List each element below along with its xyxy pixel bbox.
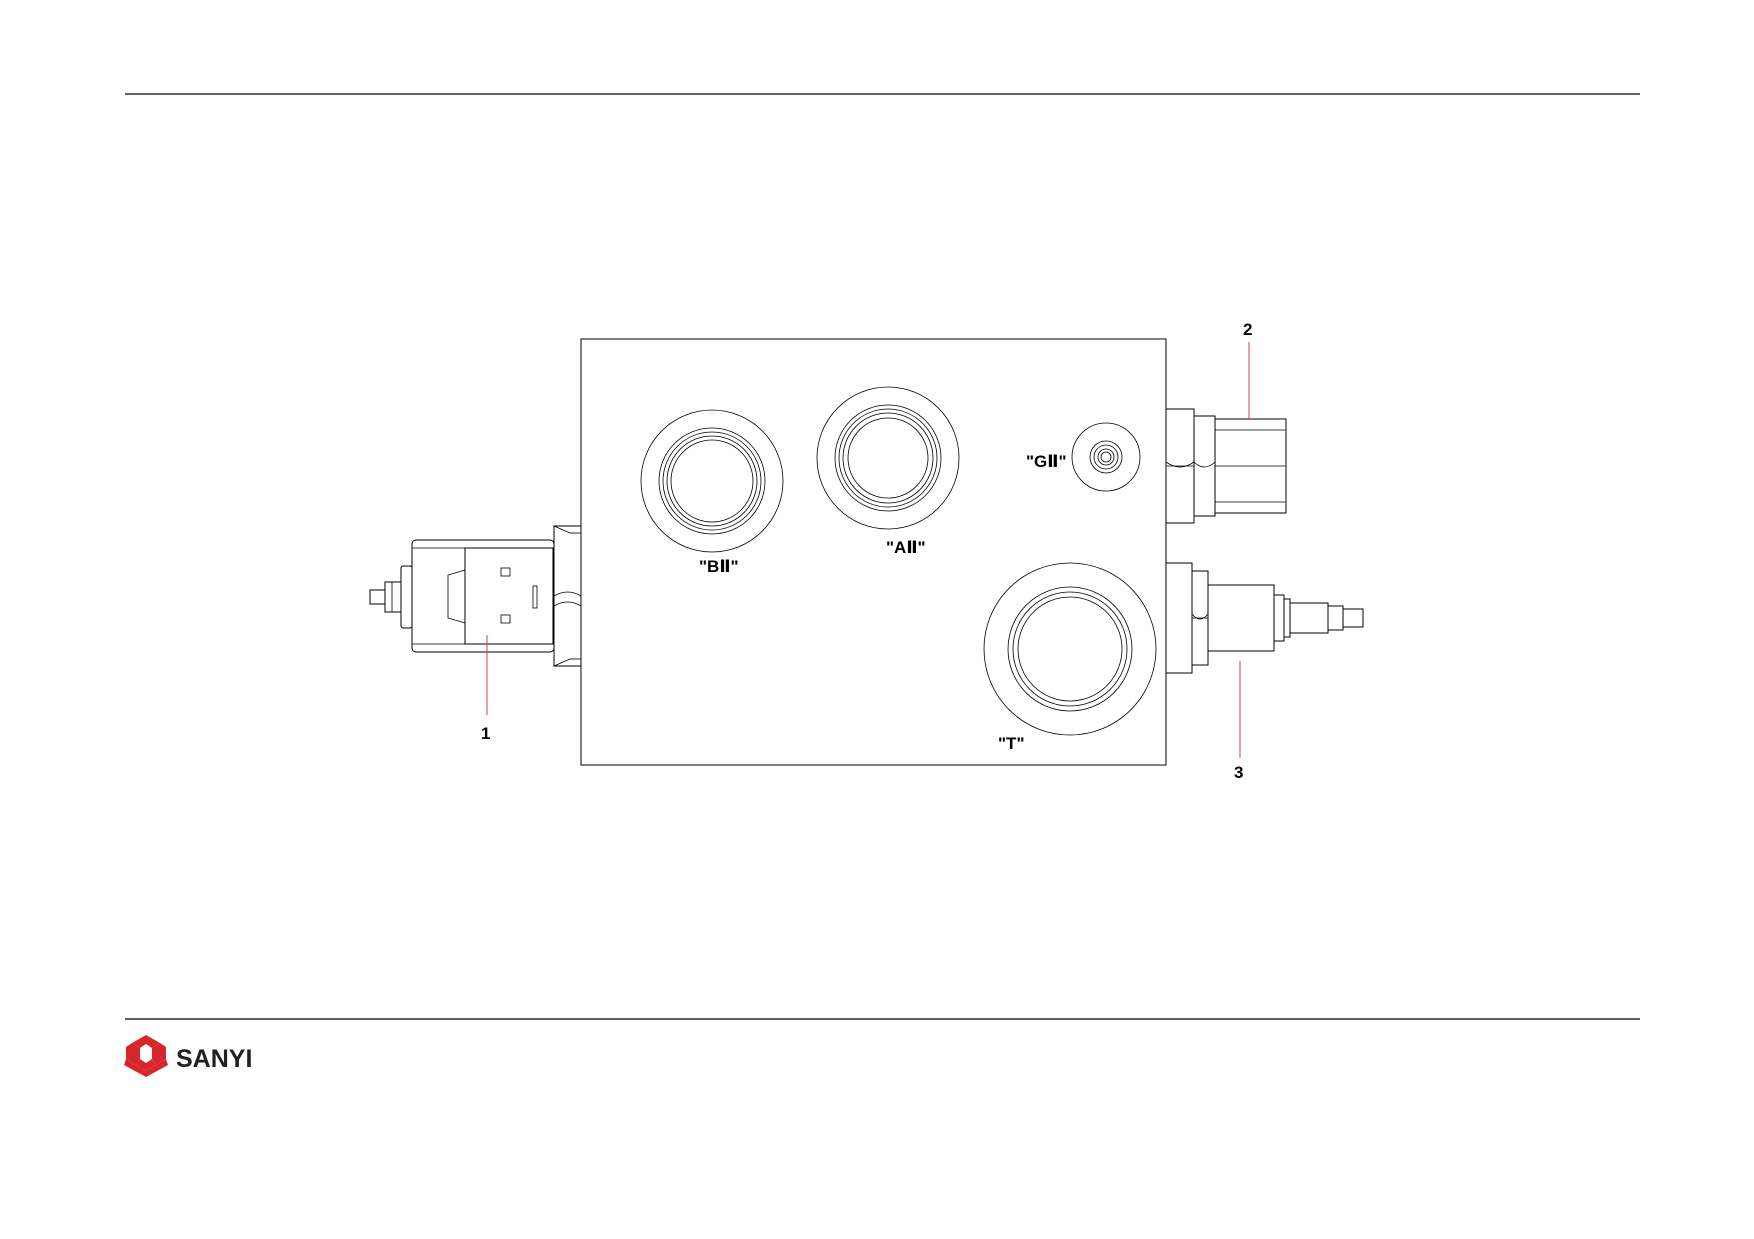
port-label-t: "T"	[998, 734, 1025, 753]
port-label-b2: "BⅡ"	[699, 557, 739, 576]
port-b2	[640, 409, 784, 553]
port-label-g2: "GⅡ"	[1026, 452, 1067, 471]
manifold-block	[580, 338, 1167, 766]
callout-2: 2	[1243, 320, 1252, 339]
port-label-a2: "AⅡ"	[886, 538, 926, 557]
callout-3: 3	[1234, 763, 1243, 782]
sanyi-logo-mark	[124, 1035, 168, 1077]
port-t	[983, 562, 1157, 736]
port-a2	[816, 386, 960, 530]
pressure-fitting	[1165, 408, 1287, 524]
callout-1: 1	[481, 724, 490, 743]
port-g2	[1071, 422, 1141, 492]
solenoid-valve	[369, 525, 582, 667]
sanyi-logo: SANYI	[124, 1035, 252, 1077]
relief-cartridge	[1165, 562, 1364, 674]
sanyi-logo-text: SANYI	[176, 1045, 252, 1073]
